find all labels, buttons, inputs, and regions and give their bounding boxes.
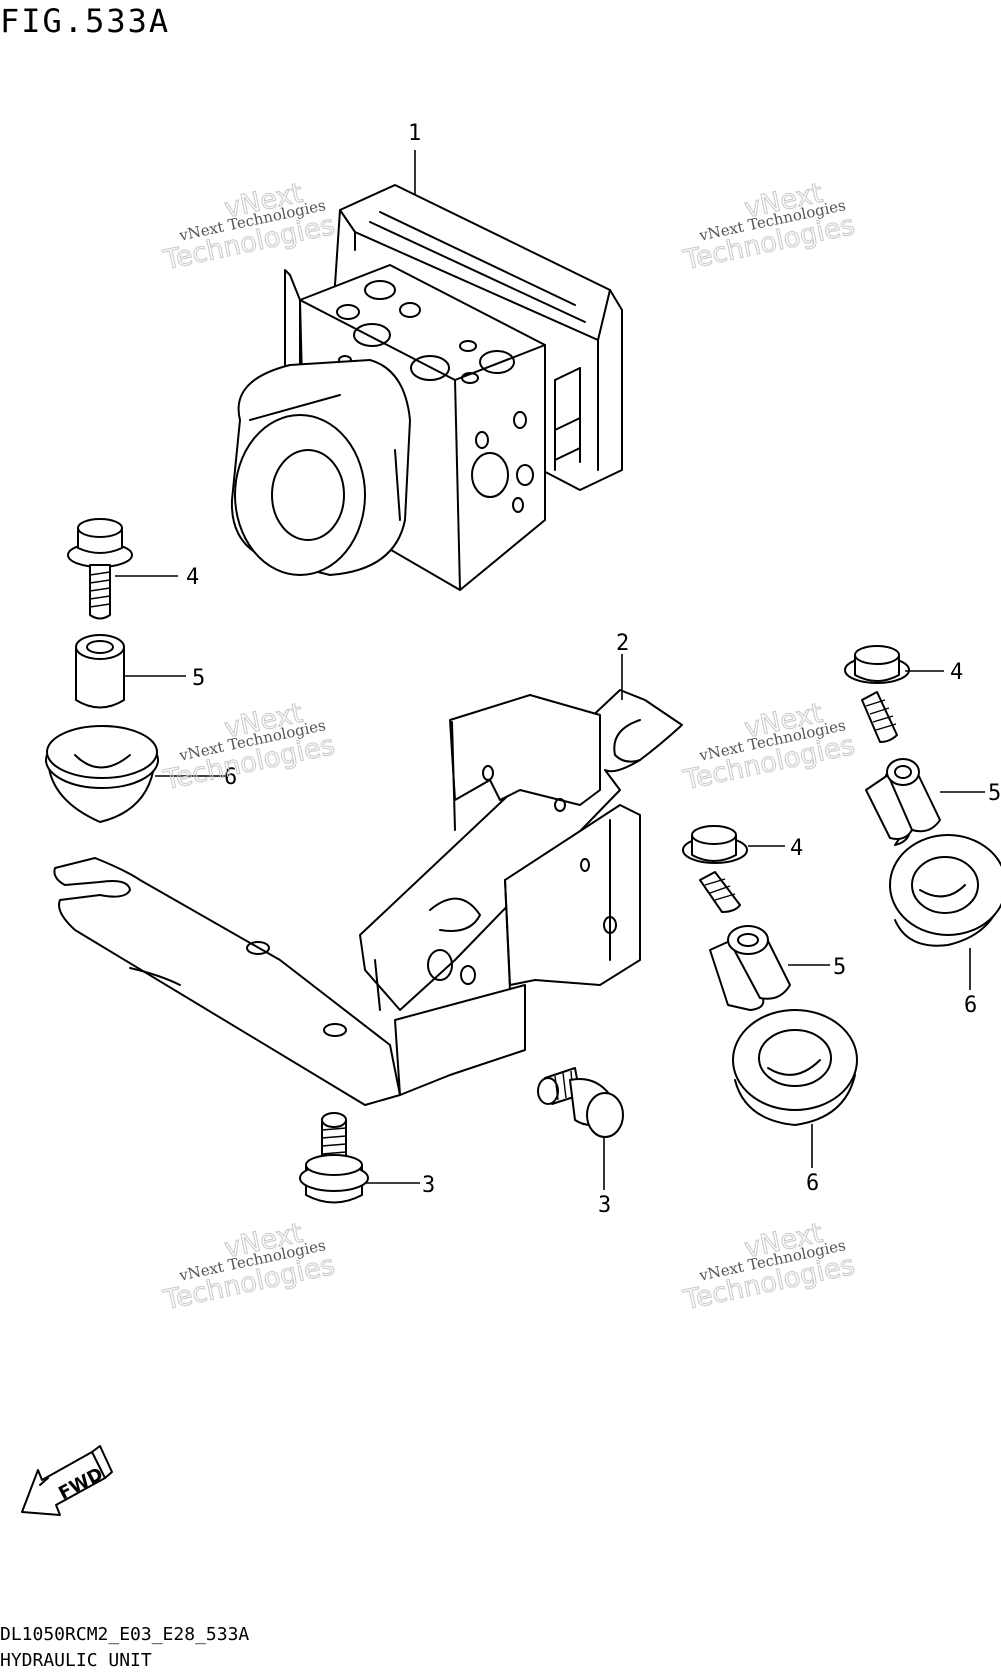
callout-6-right: 6	[964, 993, 977, 1018]
callout-1: 1	[408, 121, 421, 146]
model-code: DL1050RCM2_E03_E28_533A	[0, 1624, 249, 1645]
watermark-2: vNext Technologies vNext Technologies	[680, 177, 858, 277]
callout-5-upper-left: 5	[192, 666, 205, 691]
bolt-lower-left[interactable]	[299, 1112, 369, 1204]
watermark-6: vNext Technologies vNext Technologies	[680, 1217, 858, 1317]
bolt-upper-left[interactable]	[67, 518, 133, 620]
watermark-5: vNext Technologies vNext Technologies	[160, 1217, 338, 1317]
cushion-right[interactable]	[889, 834, 1001, 947]
watermark-1: vNext Technologies vNext Technologies	[160, 177, 338, 277]
bolt-middle-right[interactable]	[682, 825, 748, 913]
callout-3-lower-left: 3	[422, 1173, 435, 1198]
callout-2: 2	[616, 631, 629, 656]
hydraulic-unit-part[interactable]	[230, 184, 623, 591]
figure-label: FIG.533A	[0, 2, 170, 40]
spacer-middle-right[interactable]	[709, 925, 791, 1011]
watermark-3: vNext Technologies vNext Technologies	[160, 697, 338, 797]
callout-6-left: 6	[224, 765, 237, 790]
cushion-lower-right[interactable]	[732, 1009, 858, 1126]
callout-6-lower-right: 6	[806, 1171, 819, 1196]
callout-5-middle-right: 5	[833, 955, 846, 980]
callout-4-middle-right: 4	[790, 836, 803, 861]
bolt-lower-center[interactable]	[537, 1067, 624, 1138]
callout-4-upper-right: 4	[950, 660, 963, 685]
bolt-upper-right[interactable]	[844, 645, 910, 743]
fwd-arrow-icon: FWD	[21, 1445, 113, 1516]
cushion-left[interactable]	[45, 725, 159, 823]
callout-5-upper-right: 5	[988, 781, 1001, 806]
watermark-4: vNext Technologies vNext Technologies	[680, 697, 858, 797]
spacer-upper-left[interactable]	[75, 634, 125, 709]
callout-3-lower-center: 3	[598, 1193, 611, 1218]
callout-4-upper-left: 4	[186, 565, 199, 590]
spacer-upper-right[interactable]	[865, 758, 941, 846]
bracket-part[interactable]	[53, 689, 683, 1106]
section-title: HYDRAULIC UNIT	[0, 1650, 152, 1671]
